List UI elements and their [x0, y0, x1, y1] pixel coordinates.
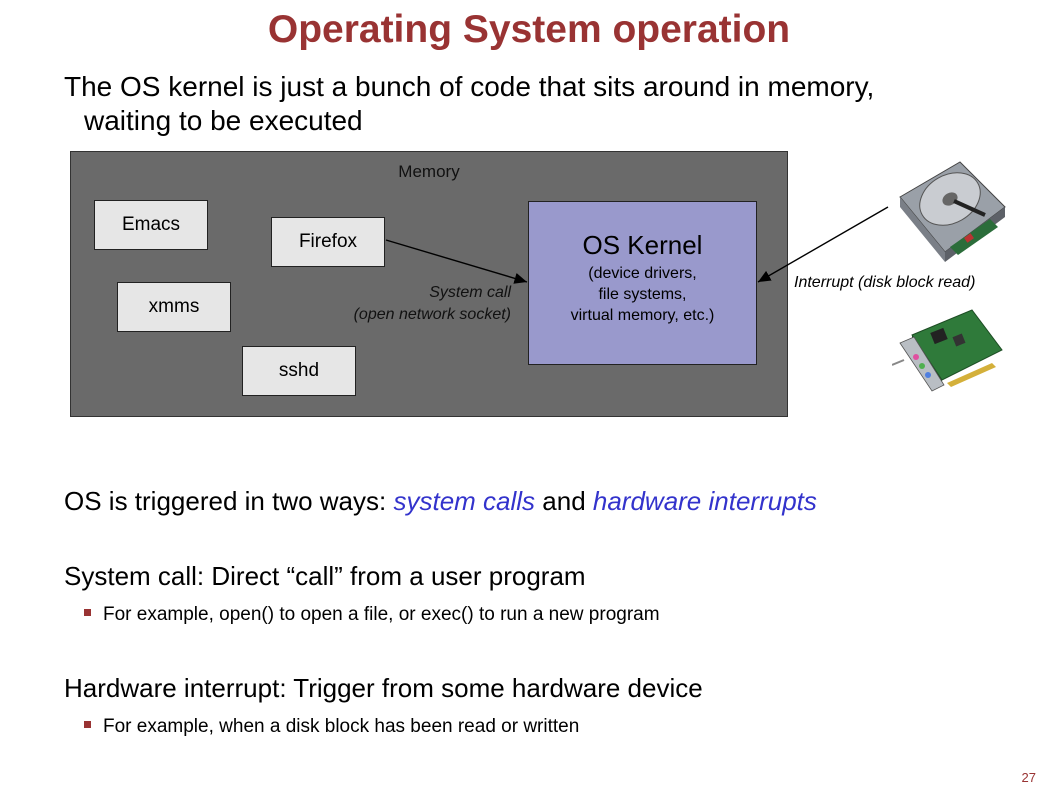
hardware-interrupt-bullet: For example, when a disk block has been …: [84, 716, 579, 738]
kernel-description: (device drivers, file systems, virtual m…: [529, 263, 756, 326]
interrupt-arrow: [757, 206, 889, 283]
system-call-heading: System call: Direct “call” from a user p…: [64, 561, 586, 591]
system-call-label-line-2: (open network socket): [353, 306, 511, 323]
process-xmms: xmms: [117, 282, 231, 332]
intro-line-1: The OS kernel is just a bunch of code th…: [64, 71, 875, 102]
system-call-bullet: For example, open() to open a file, or e…: [84, 604, 660, 626]
kernel-line-1: (device drivers,: [588, 265, 697, 282]
trigger-prefix: OS is triggered in two ways:: [64, 486, 394, 516]
os-kernel-box: OS Kernel (device drivers, file systems,…: [528, 201, 757, 365]
process-firefox: Firefox: [271, 217, 385, 267]
kernel-line-3: virtual memory, etc.): [570, 307, 715, 324]
page-number: 27: [1021, 770, 1036, 785]
memory-label: Memory: [398, 162, 460, 181]
trigger-and: and: [535, 486, 593, 516]
process-sshd: sshd: [242, 346, 356, 396]
hardware-interrupts-term: hardware interrupts: [592, 486, 817, 516]
memory-box: Memory Emacs Firefox xmms sshd OS Kernel…: [70, 151, 788, 417]
slide-title: Operating System operation: [267, 8, 791, 51]
intro-line-2: waiting to be executed: [84, 105, 363, 136]
bullet-marker: [84, 721, 91, 729]
kernel-title: OS Kernel: [582, 230, 703, 260]
bullet-marker: [84, 609, 91, 617]
interrupt-label: Interrupt (disk block read): [794, 274, 976, 291]
system-call-label-line-1: System call: [429, 284, 511, 301]
system-calls-term: system calls: [393, 486, 536, 516]
hardware-interrupt-heading: Hardware interrupt: Trigger from some ha…: [64, 673, 703, 703]
hardware-interrupt-bullet-text: For example, when a disk block has been …: [103, 716, 580, 737]
process-emacs: Emacs: [94, 200, 208, 250]
system-call-label: System call (open network socket): [261, 282, 511, 326]
sound-card-icon: [892, 309, 1003, 392]
trigger-sentence: OS is triggered in two ways: system call…: [64, 486, 817, 517]
system-call-bullet-text: For example, open() to open a file, or e…: [103, 604, 660, 625]
system-call-arrow: [385, 239, 528, 284]
hard-disk-icon: [899, 161, 1006, 262]
kernel-line-2: file systems,: [598, 286, 687, 303]
intro-text: The OS kernel is just a bunch of code th…: [64, 70, 1024, 138]
